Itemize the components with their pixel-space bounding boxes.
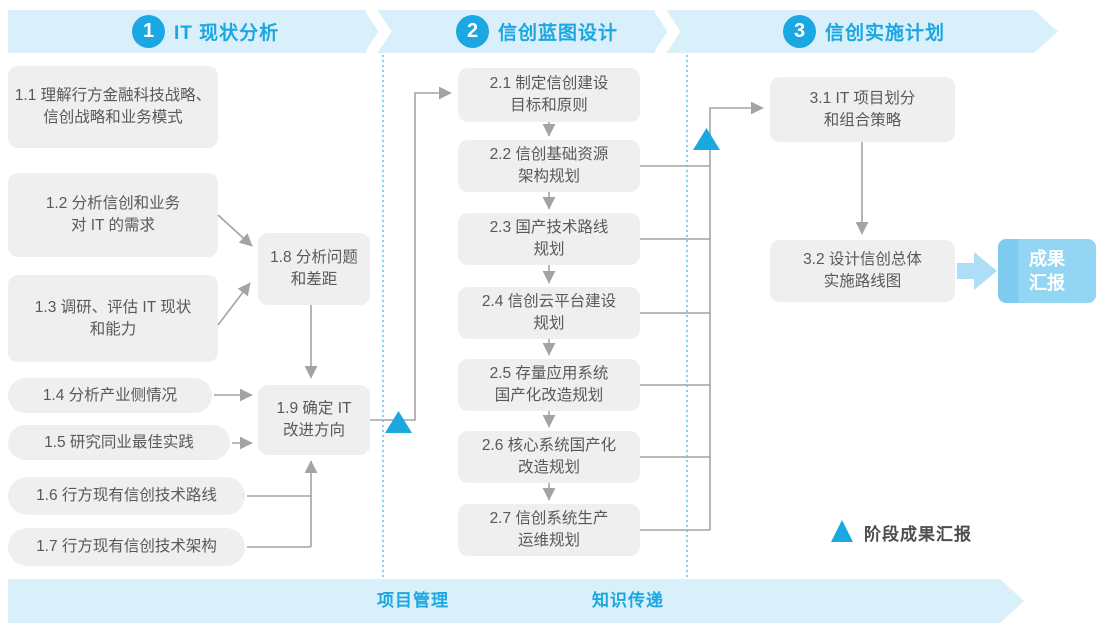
arrow-1-2-to-1-8: [217, 214, 253, 247]
phase-1-number-badge: 1: [132, 15, 165, 48]
phase-2-number-badge: 2: [456, 15, 489, 48]
step-label-1-6: 1.6 行方现有信创技术路线: [36, 487, 217, 505]
step-box-2-7: 2.7 信创系统生产 运维规划: [458, 504, 640, 556]
step-box-1-8: 1.8 分析问题 和差距: [258, 233, 370, 305]
step-label-1-4: 1.4 分析产业侧情况: [42, 386, 178, 404]
step-label-2-5: 2.5 存量应用系统 国产化改造规划: [489, 365, 609, 404]
step-label-1-5: 1.5 研究同业最佳实践: [44, 433, 194, 451]
deliverable-box: 成果 汇报: [998, 239, 1096, 303]
step-label-1-1: 1.1 理解行方金融科技战略、 信创战略和业务模式: [14, 87, 212, 126]
step-label-2-1: 2.1 制定信创建设 目标和原则: [489, 75, 609, 114]
step-box-3-2: 3.2 设计信创总体 实施路线图: [770, 240, 955, 302]
step-label-1-9: 1.9 确定 IT 改进方向: [276, 400, 352, 439]
arrow-1-3-to-1-8: [217, 282, 251, 326]
arrow-merge-to-3-1: [709, 101, 764, 530]
step-box-3-1: 3.1 IT 项目划分 和组合策略: [770, 77, 955, 142]
phase-3-header: 3 信创实施计划: [783, 10, 945, 53]
step-box-1-3: 1.3 调研、评估 IT 现状 和能力: [8, 275, 218, 362]
phase-3-label: 信创实施计划: [825, 23, 946, 44]
phase-2-label: 信创蓝图设计: [498, 23, 619, 44]
step-box-1-7: 1.7 行方现有信创技术架构: [8, 528, 245, 566]
step-label-2-3: 2.3 国产技术路线 规划: [489, 219, 609, 258]
step-box-1-5: 1.5 研究同业最佳实践: [8, 425, 230, 460]
step-box-2-2: 2.2 信创基础资源 架构规划: [458, 140, 640, 192]
step-box-2-1: 2.1 制定信创建设 目标和原则: [458, 68, 640, 122]
chevron-separator-icon: [655, 10, 681, 53]
legend-milestone-triangle-icon: [831, 520, 853, 542]
footer-project-management-label: 项目管理: [377, 591, 449, 610]
phase-2-header: 2 信创蓝图设计: [456, 10, 618, 53]
milestone-triangle-icon: [385, 411, 412, 433]
phase-3-number-badge: 3: [783, 15, 816, 48]
step-box-1-4: 1.4 分析产业侧情况: [8, 378, 212, 413]
deliverable-label: 成果 汇报: [1029, 248, 1065, 293]
step-label-2-4: 2.4 信创云平台建设 规划: [481, 293, 617, 332]
milestone-triangle-icon: [693, 128, 720, 150]
step-box-2-6: 2.6 核心系统国产化 改造规划: [458, 431, 640, 483]
step-label-1-2: 1.2 分析信创和业务 对 IT 的需求: [45, 195, 181, 234]
footer-knowledge-transfer-label: 知识传递: [592, 591, 664, 610]
step-label-1-8: 1.8 分析问题 和差距: [270, 249, 358, 288]
step-label-3-1: 3.1 IT 项目划分 和组合策略: [809, 89, 916, 129]
step-box-1-6: 1.6 行方现有信创技术路线: [8, 477, 245, 515]
step-box-2-3: 2.3 国产技术路线 规划: [458, 213, 640, 265]
step-box-2-5: 2.5 存量应用系统 国产化改造规划: [458, 359, 640, 411]
step-box-1-1: 1.1 理解行方金融科技战略、 信创战略和业务模式: [8, 66, 218, 148]
phase-header-band: [8, 10, 1058, 53]
footer-band: [8, 579, 1024, 623]
big-arrow-icon: [957, 252, 997, 290]
step-label-1-7: 1.7 行方现有信创技术架构: [36, 538, 217, 556]
step-box-1-9: 1.9 确定 IT 改进方向: [258, 385, 370, 455]
phase-1-label: IT 现状分析: [174, 23, 280, 44]
chevron-separator-icon: [366, 10, 392, 53]
arrow-1-9-to-2-1: [370, 86, 452, 421]
step-label-3-2: 3.2 设计信创总体 实施路线图: [803, 251, 922, 290]
step-label-2-2: 2.2 信创基础资源 架构规划: [489, 146, 609, 185]
step-box-1-2: 1.2 分析信创和业务 对 IT 的需求: [8, 173, 218, 257]
step-box-2-4: 2.4 信创云平台建设 规划: [458, 287, 640, 339]
phase-1-header: 1 IT 现状分析: [132, 10, 279, 53]
step-label-2-6: 2.6 核心系统国产化 改造规划: [481, 437, 617, 476]
legend-label: 阶段成果汇报: [864, 525, 972, 544]
step-label-2-7: 2.7 信创系统生产 运维规划: [489, 510, 609, 549]
step-label-1-3: 1.3 调研、评估 IT 现状 和能力: [34, 298, 192, 338]
